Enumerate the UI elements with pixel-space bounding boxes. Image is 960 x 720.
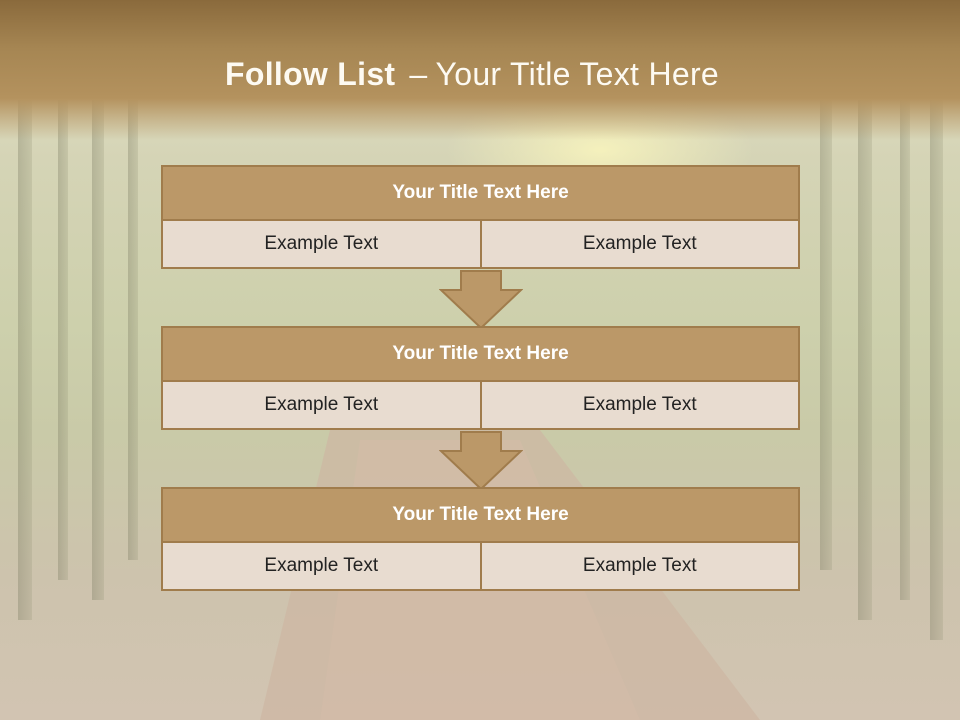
block-row: Example Text Example Text	[161, 221, 800, 269]
block-cell-left: Example Text	[161, 382, 482, 430]
block-title: Your Title Text Here	[161, 326, 800, 382]
slide-title-bold: Follow List	[225, 56, 396, 92]
block-cell-left: Example Text	[161, 543, 482, 591]
block-row: Example Text Example Text	[161, 543, 800, 591]
list-block-1: Your Title Text Here Example Text Exampl…	[161, 165, 800, 269]
block-cell-right: Example Text	[481, 543, 800, 591]
block-cell-right: Example Text	[481, 382, 800, 430]
block-row: Example Text Example Text	[161, 382, 800, 430]
down-arrow-icon	[439, 270, 523, 330]
down-arrow-icon	[439, 431, 523, 491]
slide-title-dash: –	[409, 56, 428, 92]
block-title: Your Title Text Here	[161, 487, 800, 543]
block-cell-right: Example Text	[481, 221, 800, 269]
list-block-2: Your Title Text Here Example Text Exampl…	[161, 326, 800, 430]
block-cell-left: Example Text	[161, 221, 482, 269]
slide-title: Follow List–Your Title Text Here	[0, 56, 944, 93]
slide-title-rest: Your Title Text Here	[435, 56, 719, 92]
title-band	[0, 0, 960, 140]
list-block-3: Your Title Text Here Example Text Exampl…	[161, 487, 800, 591]
block-title: Your Title Text Here	[161, 165, 800, 221]
